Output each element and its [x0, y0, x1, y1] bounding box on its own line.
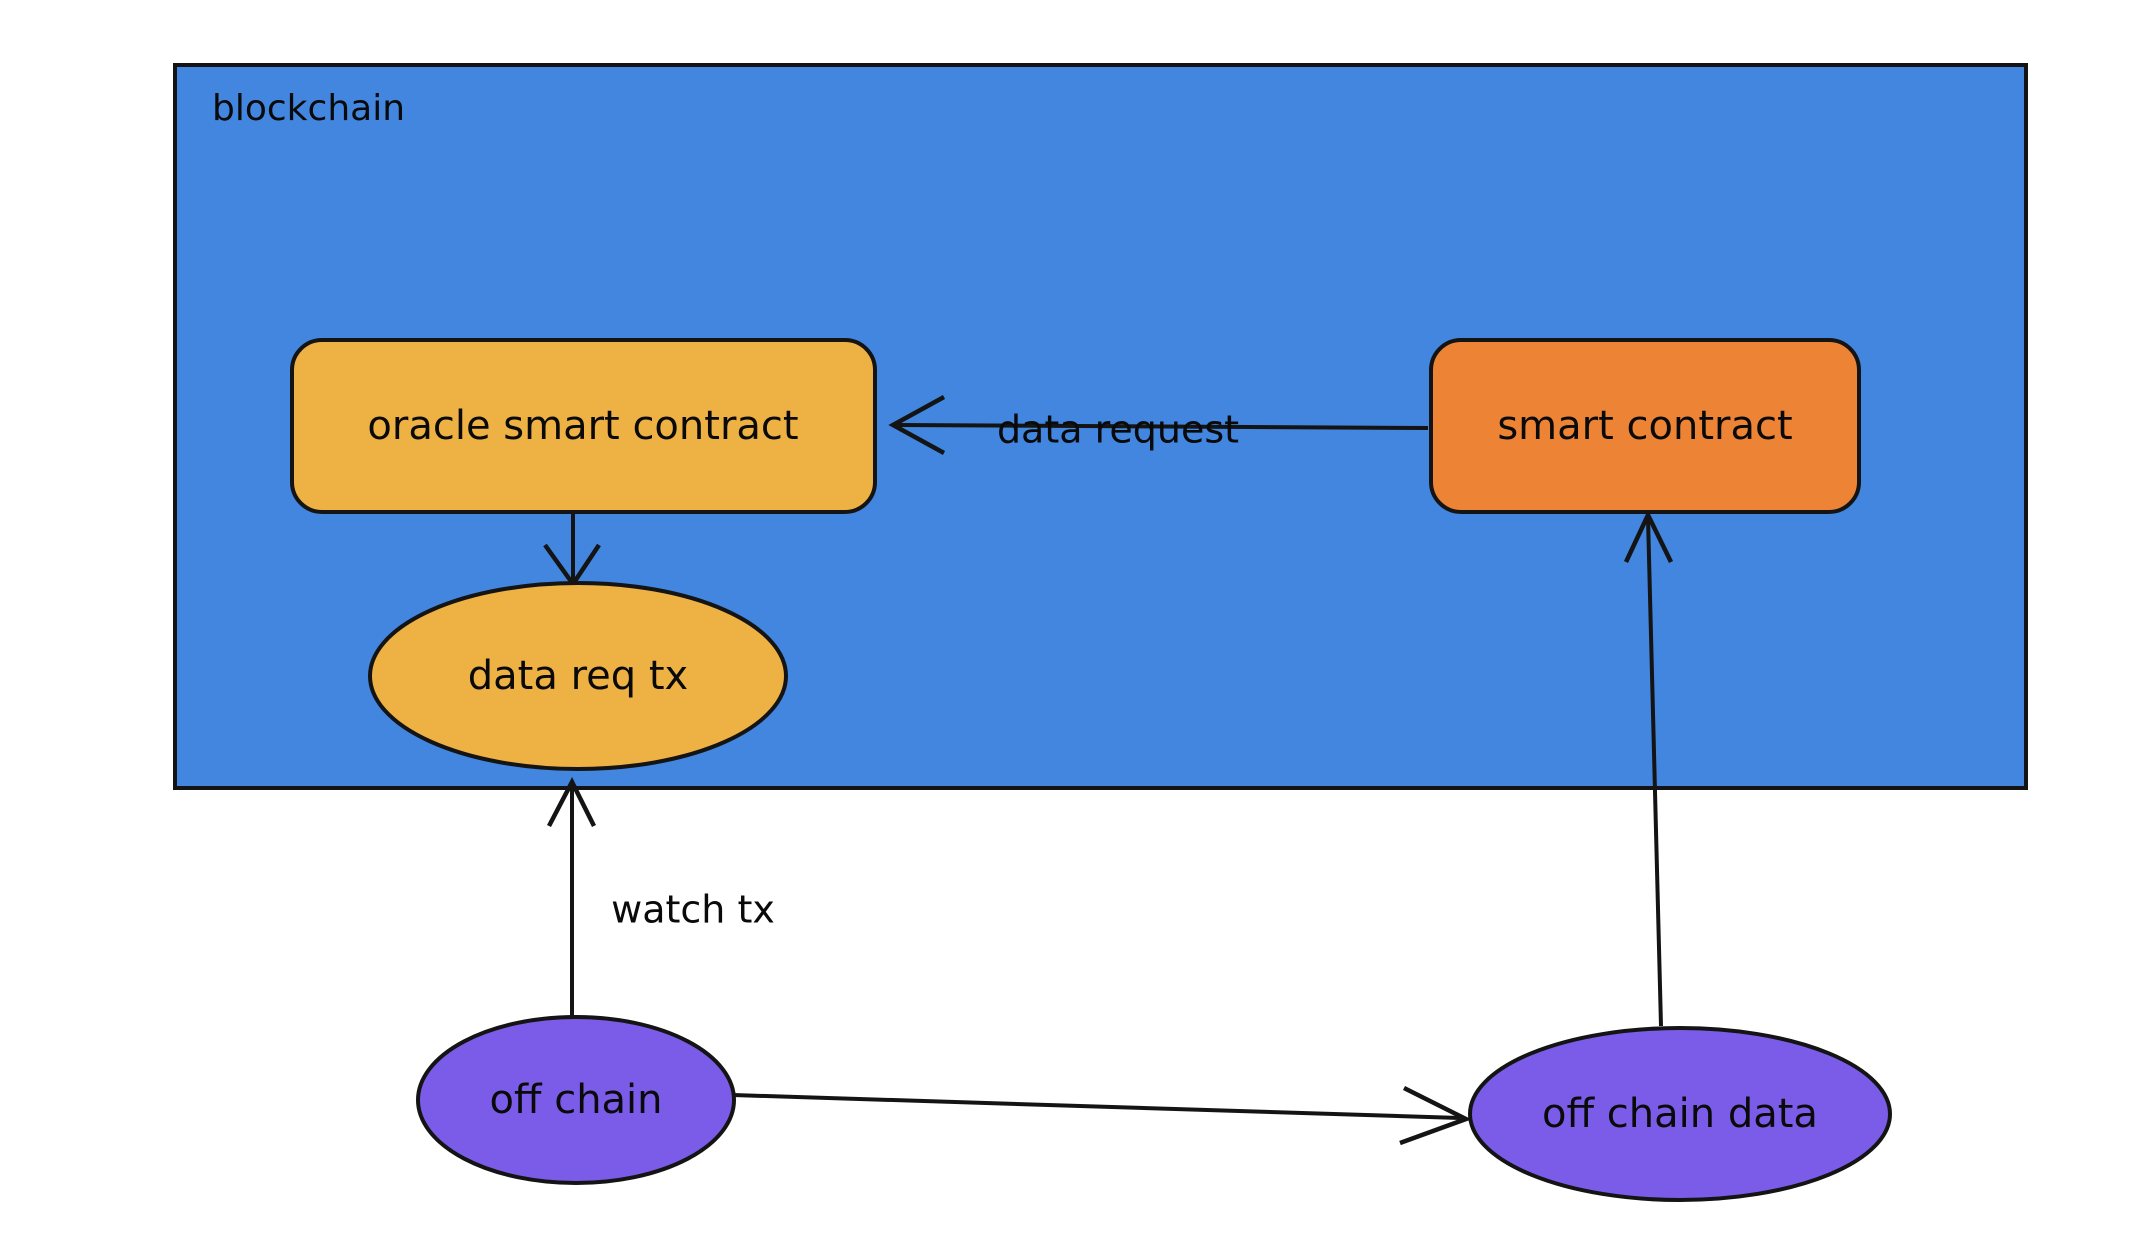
edge-data-request-label: data request: [997, 408, 1239, 452]
node-off-chain[interactable]: off chain: [416, 1015, 736, 1185]
edge-watch-tx[interactable]: [547, 777, 597, 1018]
node-data-req-tx[interactable]: data req tx: [368, 581, 788, 771]
node-smart-contract[interactable]: smart contract: [1429, 338, 1861, 514]
edge-offchain-data-to-smart-contract[interactable]: [1623, 509, 1674, 1027]
oracle-smart-contract-shape[interactable]: [290, 338, 877, 514]
edge-data-request-line: [897, 423, 1429, 430]
edge-offchain-to-offchain-data[interactable]: [732, 1085, 1472, 1146]
off-chain-data-label: off chain data: [1542, 1091, 1818, 1137]
edge-watch-tx-arrowhead: [547, 777, 597, 828]
edge-offchain-to-offchain-data-line: [732, 1093, 1461, 1120]
edge-data-request[interactable]: [888, 395, 1429, 455]
edge-offchain-to-offchain-data-arrowhead: [1399, 1085, 1472, 1146]
smart-contract-label: smart contract: [1497, 403, 1792, 449]
off-chain-data-shape[interactable]: [1468, 1026, 1892, 1202]
off-chain-label: off chain: [489, 1077, 662, 1123]
edge-watch-tx-label: watch tx: [611, 888, 775, 932]
off-chain-shape[interactable]: [416, 1015, 736, 1185]
oracle-smart-contract-label: oracle smart contract: [367, 403, 798, 449]
node-oracle-smart-contract[interactable]: oracle smart contract: [290, 338, 877, 514]
data-req-tx-label: data req tx: [468, 653, 688, 699]
edge-offchain-data-to-smart-contract-line: [1646, 517, 1663, 1027]
data-req-tx-shape[interactable]: [368, 581, 788, 771]
edge-data-request-arrowhead: [888, 395, 946, 455]
blockchain-container-label: blockchain: [212, 88, 405, 129]
edge-offchain-data-to-smart-contract-arrowhead: [1623, 509, 1674, 563]
node-off-chain-data[interactable]: off chain data: [1468, 1026, 1892, 1202]
smart-contract-shape[interactable]: [1429, 338, 1861, 514]
